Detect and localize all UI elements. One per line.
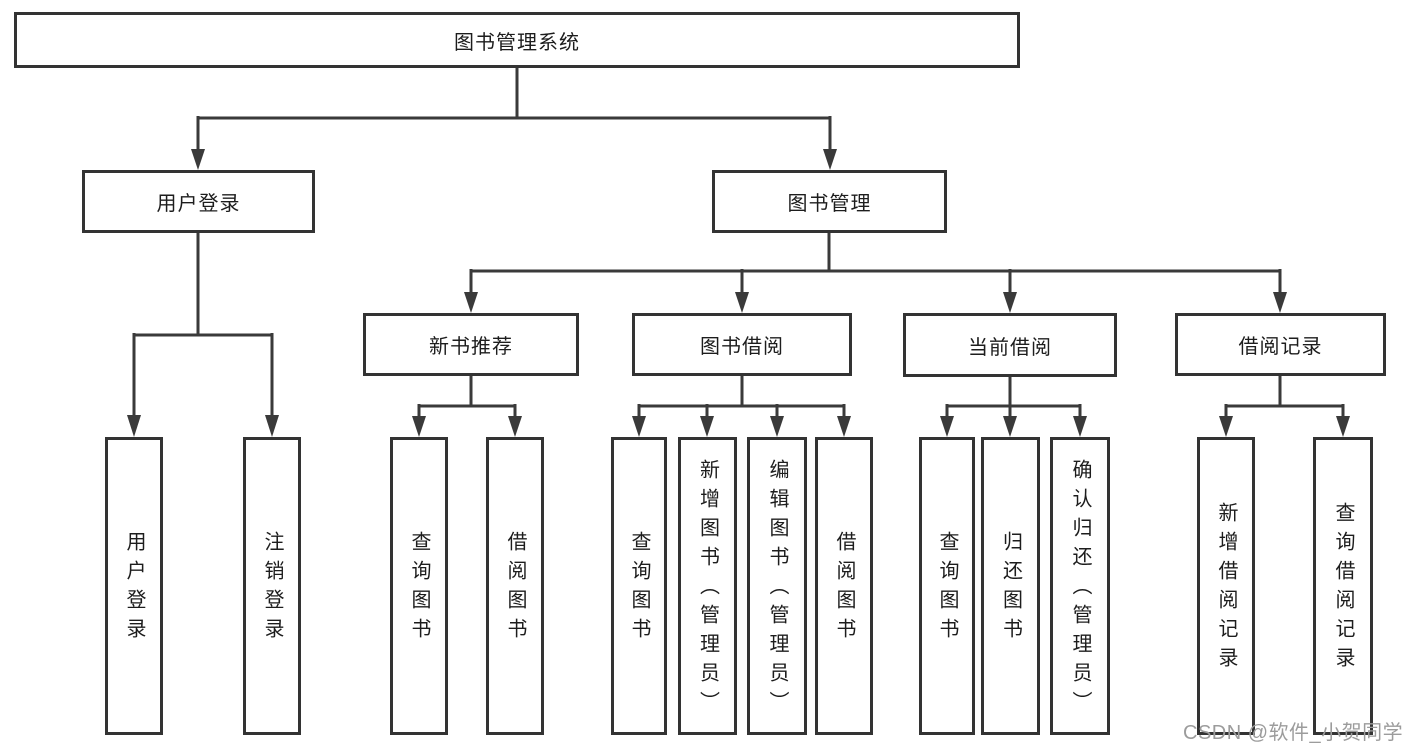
- leaf-logout: 注销登录: [243, 437, 301, 735]
- leaf-query-borrow-record: 查询借阅记录: [1313, 437, 1373, 735]
- arrow-down-icon: [632, 416, 646, 437]
- node-new-book-recommend: 新书推荐: [363, 313, 579, 376]
- leaf-return-books: 归还图书: [981, 437, 1040, 735]
- arrow-down-icon: [1219, 416, 1233, 437]
- arrow-down-icon: [1073, 416, 1087, 437]
- csdn-watermark: CSDN @软件_小贺同学: [1183, 722, 1404, 744]
- arrow-down-icon: [735, 292, 749, 313]
- arrow-down-icon: [940, 416, 954, 437]
- arrow-down-icon: [1273, 292, 1287, 313]
- arrow-down-icon: [1336, 416, 1350, 437]
- arrow-down-icon: [127, 415, 141, 437]
- leaf-query-books-borrow: 查询图书: [611, 437, 667, 735]
- leaf-query-books-current: 查询图书: [919, 437, 975, 735]
- arrow-down-icon: [191, 149, 205, 170]
- leaf-query-books-recommend: 查询图书: [390, 437, 448, 735]
- leaf-borrow-books: 借阅图书: [815, 437, 873, 735]
- arrow-down-icon: [1003, 416, 1017, 437]
- leaf-edit-books-admin: 编辑图书（管理员）: [747, 437, 807, 735]
- leaf-add-borrow-record: 新增借阅记录: [1197, 437, 1255, 735]
- arrow-down-icon: [1003, 292, 1017, 313]
- leaf-confirm-return-admin: 确认归还（管理员）: [1050, 437, 1110, 735]
- node-root-system: 图书管理系统: [14, 12, 1020, 68]
- arrow-down-icon: [837, 416, 851, 437]
- arrow-down-icon: [265, 415, 279, 437]
- leaf-add-books-admin: 新增图书（管理员）: [678, 437, 737, 735]
- node-borrow-records: 借阅记录: [1175, 313, 1386, 376]
- node-user-login: 用户登录: [82, 170, 315, 233]
- arrow-down-icon: [700, 416, 714, 437]
- node-current-borrow: 当前借阅: [903, 313, 1117, 377]
- leaf-borrow-books-recommend: 借阅图书: [486, 437, 544, 735]
- leaf-user-login: 用户登录: [105, 437, 163, 735]
- node-book-borrow: 图书借阅: [632, 313, 852, 376]
- node-book-management: 图书管理: [712, 170, 947, 233]
- arrowheads: [127, 149, 1350, 437]
- arrow-down-icon: [412, 416, 426, 437]
- arrow-down-icon: [508, 416, 522, 437]
- arrow-down-icon: [770, 416, 784, 437]
- arrow-down-icon: [464, 292, 478, 313]
- arrow-down-icon: [823, 149, 837, 170]
